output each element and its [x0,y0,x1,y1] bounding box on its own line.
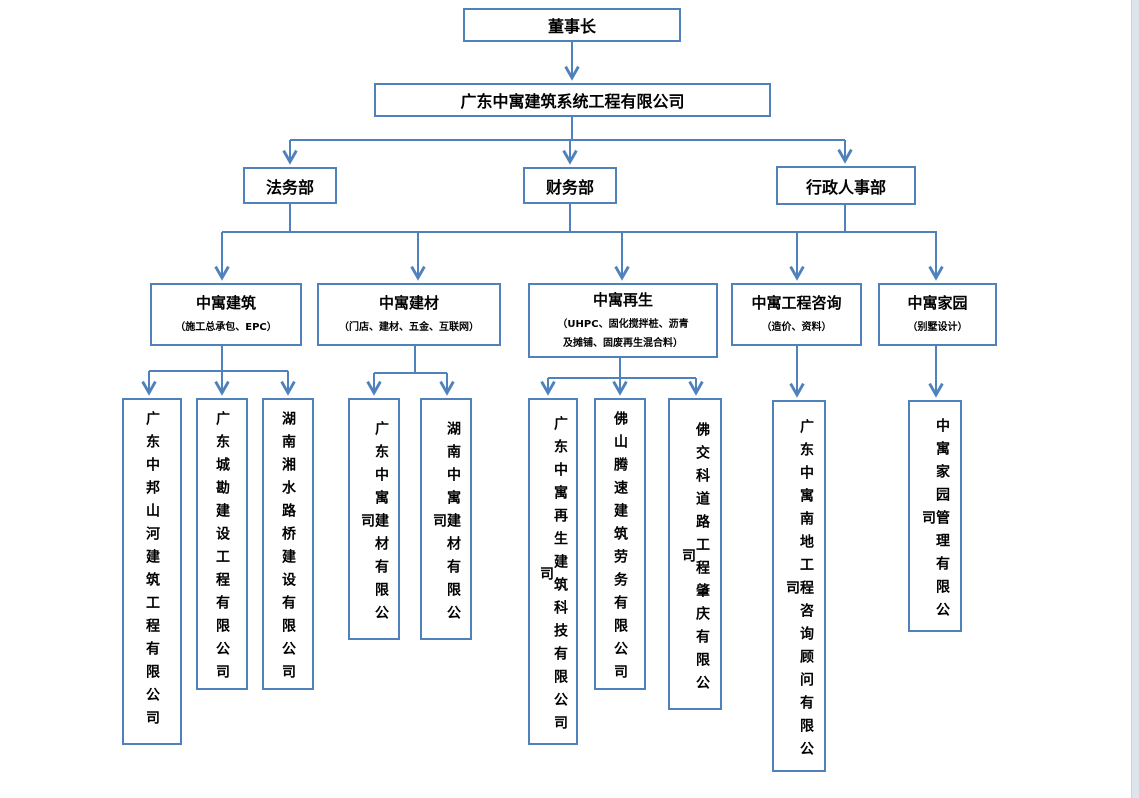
division-title: 中寓家园 [907,294,968,312]
division-title: 中寓再生 [592,290,653,309]
subsidiary-name: 广东中寓建材有限公司 [359,421,389,628]
subsidiary-box: 湖南湘水路桥建设有限公司 [262,398,314,690]
department-box-legal: 法务部 [243,167,337,204]
subsidiary-name: 湖南中寓建材有限公司 [431,421,461,628]
subsidiary-box: 广东中寓再生建筑科技有限公司司 [528,398,578,745]
division-box-recycling: 中寓再生 （UHPC、固化搅拌桩、沥青 及摊铺、固废再生混合料） [528,283,718,358]
subsidiary-box: 广东中邦山河建筑工程有限公司 [122,398,182,745]
department-box-finance: 财务部 [523,167,617,204]
subsidiary-name: 广东中寓再生建筑科技有限公司司 [538,416,568,738]
division-subtitle: （门店、建材、五金、互联网） [339,322,479,333]
subsidiary-name: 佛交科道路工程肇庆有限公司 [680,421,710,698]
parent-company-box: 广东中寓建筑系统工程有限公司 [374,83,771,117]
division-title: 中寓工程咨询 [751,294,842,312]
scrollbar-track[interactable] [1131,0,1139,798]
chairman-box: 董事长 [463,8,681,42]
subsidiary-box: 湖南中寓建材有限公司 [420,398,472,640]
subsidiary-box: 广东城勘建设工程有限公司 [196,398,248,690]
subsidiary-box: 广东中寓南地工程咨询顾问有限公司 [772,400,826,772]
subsidiary-name: 广东城勘建设工程有限公司 [214,411,230,687]
division-box-homes: 中寓家园 （别墅设计） [878,283,997,346]
subsidiary-name: 湖南湘水路桥建设有限公司 [280,411,296,687]
division-subtitle: （造价、资料） [761,322,832,333]
department-box-admin-hr: 行政人事部 [776,166,916,205]
subsidiary-box: 广东中寓建材有限公司 [348,398,400,640]
subsidiary-name: 广东中寓南地工程咨询顾问有限公司 [784,419,814,764]
subsidiary-box: 中寓家园管理有限公司 [908,400,962,632]
subsidiary-box: 佛交科道路工程肇庆有限公司 [668,398,722,710]
division-subtitle: （别墅设计） [907,322,968,333]
division-box-consulting: 中寓工程咨询 （造价、资料） [731,283,862,346]
division-title: 中寓建材 [378,294,439,312]
division-box-construction: 中寓建筑 （施工总承包、EPC） [150,283,302,346]
division-subtitle: （UHPC、固化搅拌桩、沥青 及摊铺、固废再生混合料） [557,318,689,349]
division-box-materials: 中寓建材 （门店、建材、五金、互联网） [317,283,501,346]
subsidiary-box: 佛山腾速建筑劳务有限公司 [594,398,646,690]
division-title: 中寓建筑 [195,294,256,312]
division-subtitle: （施工总承包、EPC） [175,322,277,333]
subsidiary-name: 中寓家园管理有限公司 [920,418,950,625]
subsidiary-name: 佛山腾速建筑劳务有限公司 [612,411,628,687]
subsidiary-name: 广东中邦山河建筑工程有限公司 [144,411,160,733]
